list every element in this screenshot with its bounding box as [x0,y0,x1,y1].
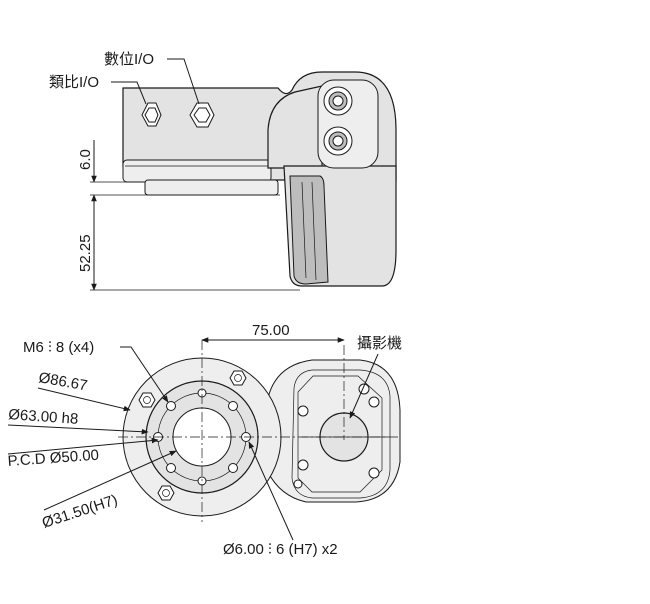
screw-icon [368,467,380,479]
dim-center-distance: 75.00 [252,322,290,339]
dia-outer-label: Ø86.67 [37,369,88,394]
bottom-view: 75.00 攝影機 M6 ⫶ 8 (x4) Ø86.67 Ø63.00 h8 P… [7,322,402,558]
dia-bore-label: Ø31.50(H7) [40,491,120,531]
dia-flange-label: Ø63.00 h8 [8,406,79,428]
screw-icon [297,459,309,471]
screw-icon [297,405,309,417]
screw-icon [293,479,303,489]
camera-housing [267,85,323,169]
bolt-icon [229,370,247,386]
m6-hole-icon [228,401,238,411]
m6-hole-icon [228,463,238,473]
dowel-label: Ø6.00 ⫶ 6 (H7) x2 [223,541,338,558]
m6-hole-icon [166,463,176,473]
analog-io-label: 類比I/O [49,74,99,91]
digital-io-label: 數位I/O [104,51,154,68]
side-flange [144,179,279,196]
screw-icon [368,396,380,408]
bolt-icon [157,485,175,501]
side-plate [122,159,272,183]
dim-height-large: 52.25 [77,234,94,272]
pcd-label: P.C.D Ø50.00 [7,447,99,470]
dim-height-small: 6.0 [77,149,94,170]
mount-thread-label: M6 ⫶ 8 (x4) [23,339,94,356]
camera-label: 攝影機 [357,335,402,352]
m6-hole-icon [166,401,176,411]
bolt-icon [138,392,156,408]
side-view: 數位I/O 類比I/O 6.0 52.25 [49,51,397,291]
